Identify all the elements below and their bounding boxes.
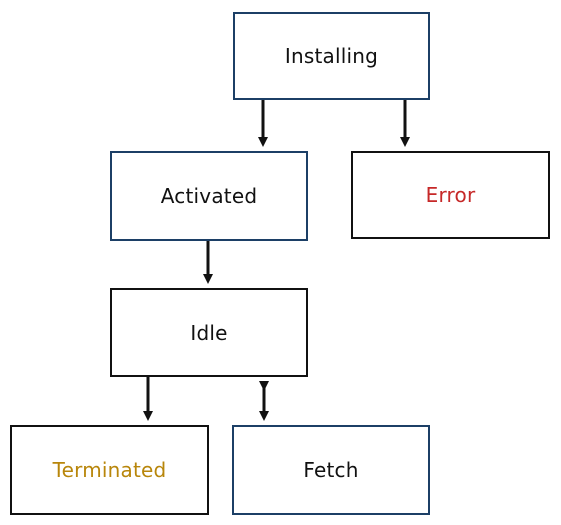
node-label-fetch: Fetch — [303, 458, 359, 482]
node-label-error: Error — [425, 183, 476, 207]
node-fetch: Fetch — [232, 425, 430, 515]
node-activated: Activated — [110, 151, 308, 241]
node-label-installing: Installing — [284, 44, 379, 68]
node-installing: Installing — [233, 12, 430, 100]
node-error: Error — [351, 151, 550, 239]
node-label-activated: Activated — [160, 184, 258, 208]
node-idle: Idle — [110, 288, 308, 377]
node-label-idle: Idle — [190, 320, 228, 345]
node-terminated: Terminated — [10, 425, 209, 515]
node-label-terminated: Terminated — [52, 458, 167, 482]
